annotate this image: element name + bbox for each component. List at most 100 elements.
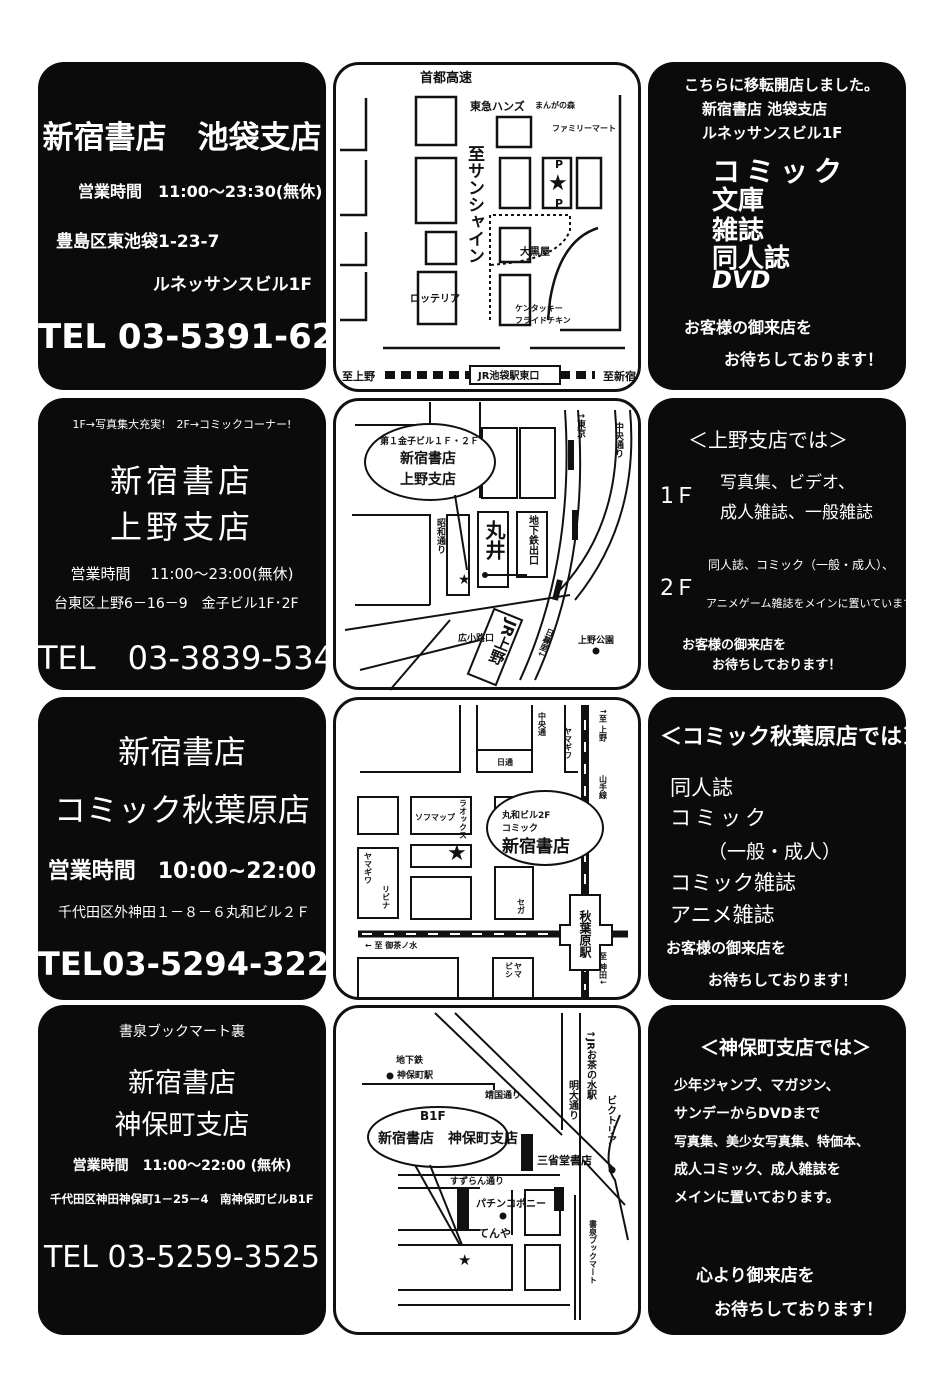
map-label: B1F (420, 1109, 446, 1123)
item-line: （一般・成人） (708, 841, 842, 863)
item-line: 少年ジャンプ、マガジン、 (674, 1078, 840, 1094)
map-label: ヤマギワ (564, 727, 573, 759)
map-label: すずらん通り (450, 1175, 504, 1187)
store-subtitle: 上野支店 (109, 508, 254, 546)
store-title: 新宿書店 (128, 1068, 236, 1099)
map-label: リビナ (382, 885, 391, 909)
store-tagline: 1F→写真集大充実! 2F→コミックコーナー! (72, 418, 292, 431)
store-address: 千代田区神田神保町1－25－4 南神保町ビルB1F (50, 1192, 314, 1206)
map-label: 靖国通り (485, 1089, 521, 1101)
item-line: サンデーからDVDまで (674, 1106, 821, 1122)
closing-line: お待ちしております！ (724, 350, 884, 369)
ikebukuro-map (333, 62, 641, 392)
ueno-info-panel: 1F→写真集大充実! 2F→コミックコーナー! 新宿書店 上野支店 営業時間 1… (38, 398, 355, 690)
exit-marker (482, 572, 488, 578)
store-hours: 営業時間 10:00~22:00 (47, 859, 317, 884)
floor-label: 2Ｆ (660, 576, 696, 601)
closing-line: お客様の御来店を (682, 638, 787, 653)
ikebukuro-map-labels: 首都高速 東急ハンズ まんがの森 ファミリーマート 至サンシャイン P P ★ … (342, 70, 636, 383)
map-label: 日暮里↓ (535, 627, 556, 659)
store-address: 台東区上野6－16－9 金子ビル1F･2F (54, 596, 299, 612)
map-label: 首都高速 (420, 70, 472, 86)
floor1-line: 写真集、ビデオ、 (720, 473, 855, 493)
store-building: ルネッサンスビル1F (152, 275, 312, 295)
map-label: 第１金子ビル１Ｆ・２Ｆ (380, 435, 479, 447)
map-label: 日通 (497, 757, 513, 767)
store-address: 千代田区外神田１－８－６丸和ビル２Ｆ (58, 905, 310, 921)
store-star-icon: ★ (447, 841, 467, 866)
map-label: 地下鉄出口 (527, 514, 539, 565)
map-label: ラオックス (459, 799, 468, 839)
map-label: 至 神田↓ (599, 952, 608, 986)
item-line: コミック (670, 806, 770, 830)
map-label: 東急ハンズ (470, 99, 525, 113)
akihabara-map-roads (357, 705, 628, 999)
notice-header: ＜コミック秋葉原店では＞ (660, 725, 925, 750)
item-doujinshi: 同人誌 (712, 244, 791, 274)
ueno-map-labels: 第１金子ビル１Ｆ・２Ｆ 新宿書店 上野支店 昭和通り 丸井 地下鉄出口 ↑東京 … (380, 412, 624, 668)
floor-label: 1Ｆ (660, 484, 696, 509)
map-label: 上野支店 (400, 471, 456, 488)
store-title: 新宿書店 池袋支店 (42, 120, 322, 156)
closing-line: お客様の御来店を (666, 939, 787, 957)
item-line: 成人コミック、成人雑誌を (674, 1162, 841, 1178)
store-address: 豊島区東池袋1-23-7 (56, 232, 220, 252)
map-label: 至新宿 (603, 369, 636, 383)
map-label: ヤマ (514, 962, 523, 978)
victoria-marker (608, 1166, 616, 1174)
map-label: ← 至 御茶ノ水 (365, 940, 418, 950)
closing-line: 心より御来店を (696, 1266, 815, 1286)
map-label: 地下鉄 (396, 1054, 424, 1066)
store-tel: TEL03-5294-3222 (38, 945, 352, 983)
jimbocho-map (333, 1005, 641, 1335)
map-label: 中央通 (537, 711, 547, 737)
item-dvd: DVD (712, 266, 771, 294)
store-tel: TEL 03-3839-5340 (38, 639, 355, 677)
closing-line: お客様の御来店を (684, 318, 813, 337)
floor2-line: アニメゲーム雑誌をメインに置いています。 (706, 597, 925, 610)
map-label: ↑東京 (575, 412, 586, 438)
item-magazine: 雑誌 (712, 216, 765, 246)
jimbocho-info-panel: 書泉ブックマート裏 新宿書店 神保町支店 営業時間 11:00～22:00 (無… (38, 1005, 326, 1335)
closing-line: お待ちしております！ (708, 971, 858, 989)
store-subtitle: コミック秋葉原店 (53, 791, 310, 829)
item-line: 同人誌 (670, 776, 733, 800)
map-label: 広小路口 (458, 632, 494, 644)
ueno-notice-panel: ＜上野支店では＞ 1Ｆ 写真集、ビデオ、 成人雑誌、一般雑誌 2Ｆ 同人誌、コミ… (648, 398, 924, 690)
map-label: てんや (478, 1227, 511, 1240)
closing-line: お待ちしております！ (714, 1300, 883, 1320)
map-label: 上野公園 (578, 634, 614, 646)
map-label: フライドチキン (515, 316, 571, 325)
map-label: まんがの森 (535, 100, 576, 110)
map-label: 山手線 (599, 774, 608, 800)
map-label: 新宿書店 神保町支店 (378, 1130, 518, 1147)
closing-line: お待ちしております！ (712, 658, 842, 673)
notice-line: こちらに移転開店しました。 (684, 76, 880, 94)
store-hours: 営業時間 11:00～23:30(無休) (78, 182, 323, 201)
store-star-icon: ★ (548, 171, 568, 196)
map-label: ビクトリア (605, 1094, 617, 1145)
map-label: コミック (502, 823, 538, 834)
map-label: 明大通り (567, 1080, 579, 1120)
store-hours: 営業時間 11:00～22:00 (無休) (72, 1158, 292, 1174)
map-label: 秋葉原駅 (578, 909, 592, 959)
map-label: 丸和ビル2F (501, 809, 550, 821)
item-line: アニメ雑誌 (670, 903, 775, 927)
map-label: JR池袋駅東口 (477, 369, 539, 382)
akihabara-notice-panel: ＜コミック秋葉原店では＞ 同人誌 コミック （一般・成人） コミック雑誌 アニメ… (648, 697, 924, 1000)
map-label: ソフマップ (415, 812, 456, 822)
map-label: セガ (517, 898, 526, 914)
floor1-line: 成人雑誌、一般雑誌 (720, 503, 873, 523)
parking-label: P (555, 197, 563, 210)
map-label: 丸井 (482, 520, 506, 561)
ikebukuro-map-roads (340, 95, 625, 385)
map-label: 中央通り (613, 421, 624, 458)
store-star-icon: ★ (458, 572, 471, 588)
store-star-icon: ★ (458, 1251, 471, 1269)
item-line: 写真集、美少女写真集、特価本、 (674, 1135, 870, 1150)
map-label: 昭和通り (435, 518, 447, 554)
map-label: ↑JRお茶の水駅 (585, 1030, 598, 1101)
store-hours: 営業時間 11:00～23:00(無休) (70, 565, 294, 583)
ikebukuro-info-panel: 新宿書店 池袋支店 営業時間 11:00～23:30(無休) 豊島区東池袋1-2… (38, 62, 383, 390)
notice-line: ルネッサンスビル1F (702, 124, 843, 142)
